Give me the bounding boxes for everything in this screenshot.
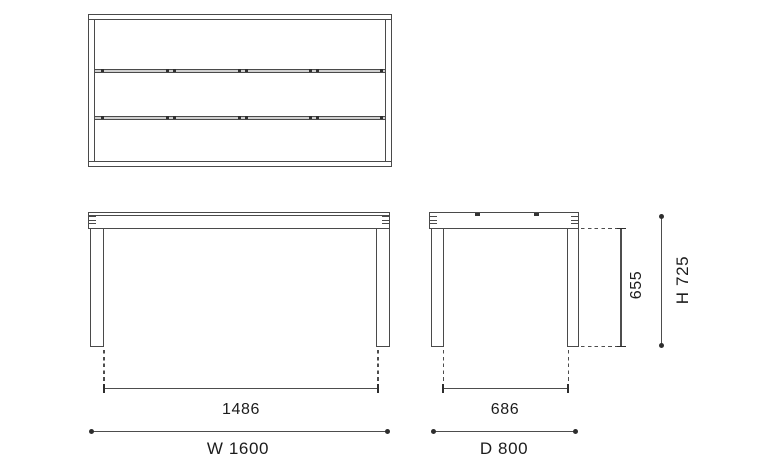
- top-view-outline: [88, 14, 392, 167]
- top-view-plank-joint-1: [95, 68, 385, 73]
- front-view-tabletop-edge-line: [89, 214, 389, 216]
- side-view-plank-mark-2: [534, 213, 539, 216]
- top-view-edge-line-left: [94, 19, 96, 161]
- top-view-edge-line-right: [384, 19, 386, 161]
- dimension-label-inner-width: 1486: [222, 401, 260, 418]
- side-view-leg-right: [566, 228, 579, 347]
- side-view-tabletop: [429, 212, 579, 229]
- front-view-joint-right: [382, 212, 389, 228]
- front-view-joint-left: [89, 212, 96, 228]
- dimension-label-overall-depth: D 800: [479, 439, 529, 458]
- top-view-edge-line-bottom: [89, 161, 391, 163]
- extension-line-tabletop-underside: [581, 228, 628, 230]
- dimension-line-overall-width: [89, 429, 390, 435]
- side-view-leg-left: [431, 228, 444, 347]
- extension-line-side-right-leg: [567, 350, 569, 388]
- side-view: [429, 212, 579, 347]
- front-view-leg-right: [376, 228, 390, 347]
- dimension-label-clearance-height: 655: [628, 270, 645, 300]
- extension-line-left-leg: [103, 350, 105, 388]
- dimension-line-clearance-height: [616, 227, 626, 348]
- top-view-plank-joint-2: [95, 115, 385, 120]
- top-view-edge-line-top: [89, 18, 391, 20]
- front-view-leg-left: [90, 228, 104, 347]
- side-view-plank-mark-1: [475, 213, 480, 216]
- top-view: [88, 14, 392, 167]
- front-view: [88, 212, 390, 347]
- dimension-label-overall-width: W 1600: [206, 439, 270, 458]
- extension-line-side-left-leg: [442, 350, 444, 388]
- extension-line-leg-bottom: [581, 345, 628, 347]
- dimension-label-inner-depth: 686: [490, 401, 520, 418]
- extension-line-right-leg: [377, 350, 379, 388]
- front-view-tabletop: [88, 212, 390, 229]
- dimension-label-overall-height: H 725: [673, 255, 692, 305]
- dimension-line-inner-width: [103, 384, 379, 394]
- dimension-line-overall-height: [659, 214, 665, 348]
- side-view-joint-right: [571, 212, 578, 228]
- side-view-joint-left: [430, 212, 437, 228]
- dimension-line-inner-depth: [442, 384, 569, 394]
- dimension-line-overall-depth: [431, 429, 578, 435]
